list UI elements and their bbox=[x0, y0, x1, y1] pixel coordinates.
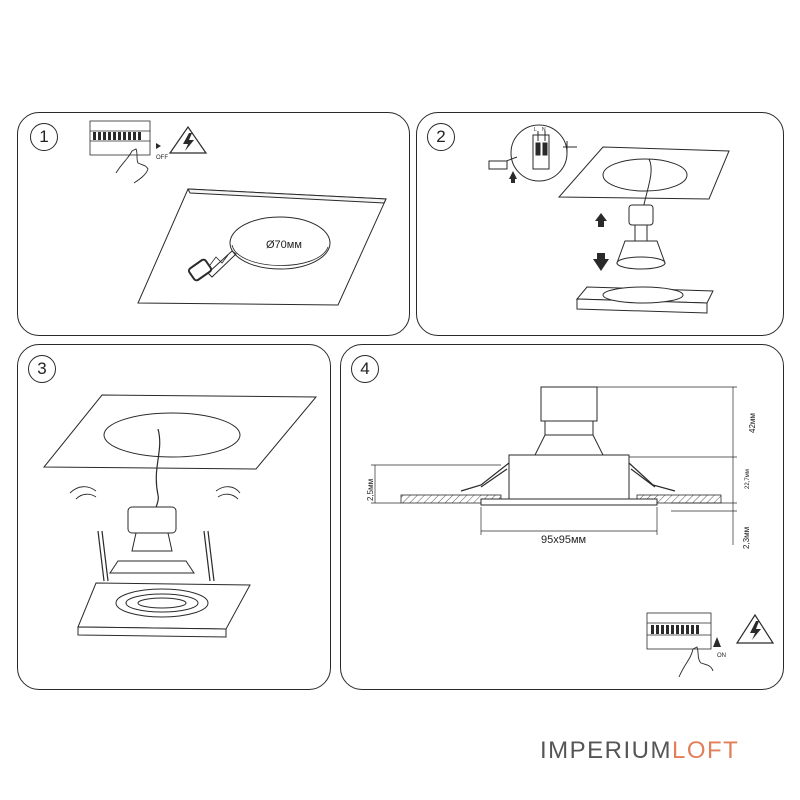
step-4-number: 4 bbox=[351, 355, 379, 383]
brand-logo-part1: IMPERIUM bbox=[540, 737, 672, 764]
dimension-height-mid: 22,7мм bbox=[745, 469, 751, 489]
cut-hole bbox=[229, 216, 331, 270]
step-2-illustration: L N bbox=[488, 124, 730, 314]
high-voltage-warning-icon bbox=[735, 613, 775, 644]
step-1-illustration: OFF Ø70мм bbox=[89, 120, 387, 306]
dimension-left: 2,5мм bbox=[366, 479, 375, 501]
step-1-number: 1 bbox=[30, 123, 58, 151]
recessed-frame bbox=[575, 286, 714, 314]
hole-diameter-label: Ø70мм bbox=[266, 239, 302, 251]
step-3-illustration bbox=[42, 394, 318, 638]
cut-hole bbox=[103, 412, 241, 458]
step-3-panel: 3 bbox=[17, 344, 331, 690]
arrow-up-icon bbox=[509, 171, 517, 183]
terminal-label-l: L bbox=[534, 127, 537, 133]
brand-logo: IMPERIUMLOFT bbox=[540, 737, 739, 765]
saw-icon bbox=[187, 250, 237, 282]
lamp-module bbox=[508, 386, 630, 500]
breaker-switch-icon bbox=[646, 612, 712, 650]
wire-connector-icon bbox=[500, 124, 577, 182]
lamp-module bbox=[109, 506, 195, 574]
step-2-panel: 2 L N bbox=[416, 112, 784, 336]
dimension-height-top: 42мм bbox=[748, 413, 757, 433]
dimension-height-bottom: 2,3мм bbox=[742, 527, 751, 549]
terminal-label-n: N bbox=[542, 127, 546, 133]
step-3-number: 3 bbox=[28, 355, 56, 383]
step-4-panel: 4 bbox=[340, 344, 784, 690]
hand-icon bbox=[678, 646, 714, 678]
switch-off-label: OFF bbox=[156, 155, 168, 161]
arrow-down-icon bbox=[593, 253, 609, 271]
step-4-illustration: 42мм 22,7мм 2,3мм 2,5мм 95x95мм ON bbox=[366, 386, 775, 678]
breaker-switch-icon bbox=[89, 120, 151, 156]
arrow-up-icon bbox=[595, 213, 607, 227]
lamp-module bbox=[616, 204, 666, 270]
recessed-frame bbox=[77, 582, 251, 638]
step-1-panel: 1 OFF bbox=[17, 112, 410, 336]
step-2-number: 2 bbox=[427, 123, 455, 151]
dimension-width: 95x95мм bbox=[541, 534, 586, 546]
high-voltage-warning-icon bbox=[168, 125, 208, 154]
switch-on-label: ON bbox=[717, 653, 726, 659]
hand-icon bbox=[115, 148, 149, 184]
brand-logo-part2: LOFT bbox=[672, 737, 740, 764]
